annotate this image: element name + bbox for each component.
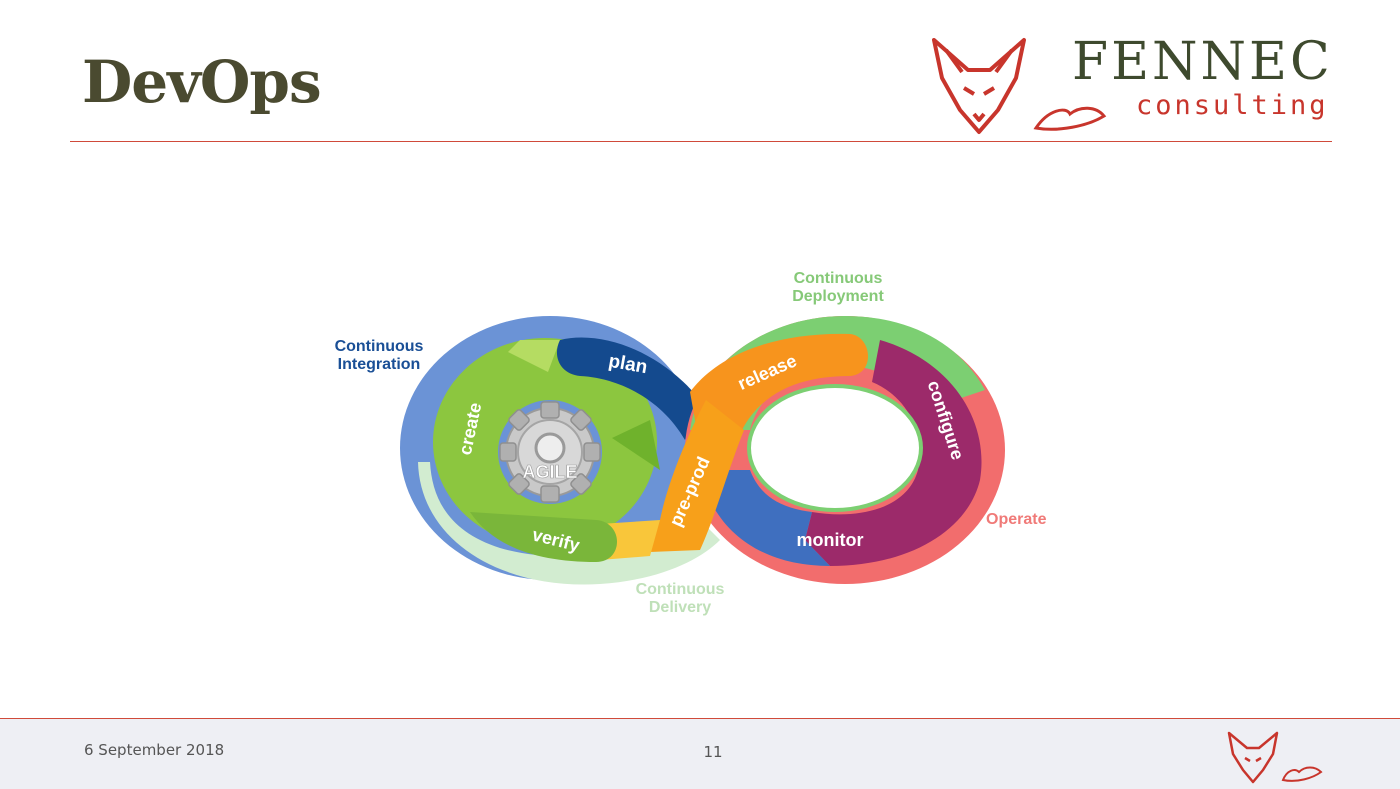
fox-head-icon bbox=[932, 38, 1026, 134]
footer-fox-head-icon bbox=[1227, 731, 1279, 784]
brand-name: FENNEC bbox=[1072, 32, 1333, 92]
agile-badge-text: AGILE bbox=[522, 462, 577, 482]
devops-infinity-diagram: AGILE plan create verify pre-prod releas… bbox=[400, 316, 1005, 585]
fox-tail-icon bbox=[1033, 106, 1107, 131]
slide-title: DevOps bbox=[82, 48, 322, 116]
preprod-band bbox=[650, 400, 744, 552]
release-band bbox=[690, 333, 869, 448]
header-divider bbox=[70, 141, 1332, 142]
fennec-logo bbox=[932, 38, 1107, 134]
label-operate: Operate bbox=[986, 511, 1047, 528]
brand-sub: consulting bbox=[1136, 90, 1329, 121]
dev-arrow-notch-2 bbox=[612, 420, 660, 470]
gear-icon bbox=[499, 401, 601, 503]
footer-fox-tail-icon bbox=[1281, 766, 1323, 782]
right-loop-hole-rim bbox=[747, 384, 923, 512]
page-number: 11 bbox=[703, 743, 723, 761]
dev-arrow-notch bbox=[508, 340, 560, 372]
configure-band bbox=[805, 340, 982, 566]
plan-band bbox=[556, 337, 700, 440]
right-loop-hole bbox=[749, 386, 921, 510]
verify-band bbox=[470, 512, 617, 562]
footer-date: 6 September 2018 bbox=[84, 741, 225, 759]
footer-bar bbox=[0, 718, 1400, 789]
stage-monitor: monitor bbox=[797, 530, 864, 550]
monitor-band bbox=[700, 470, 830, 566]
footer-fennec-logo bbox=[1227, 731, 1323, 784]
